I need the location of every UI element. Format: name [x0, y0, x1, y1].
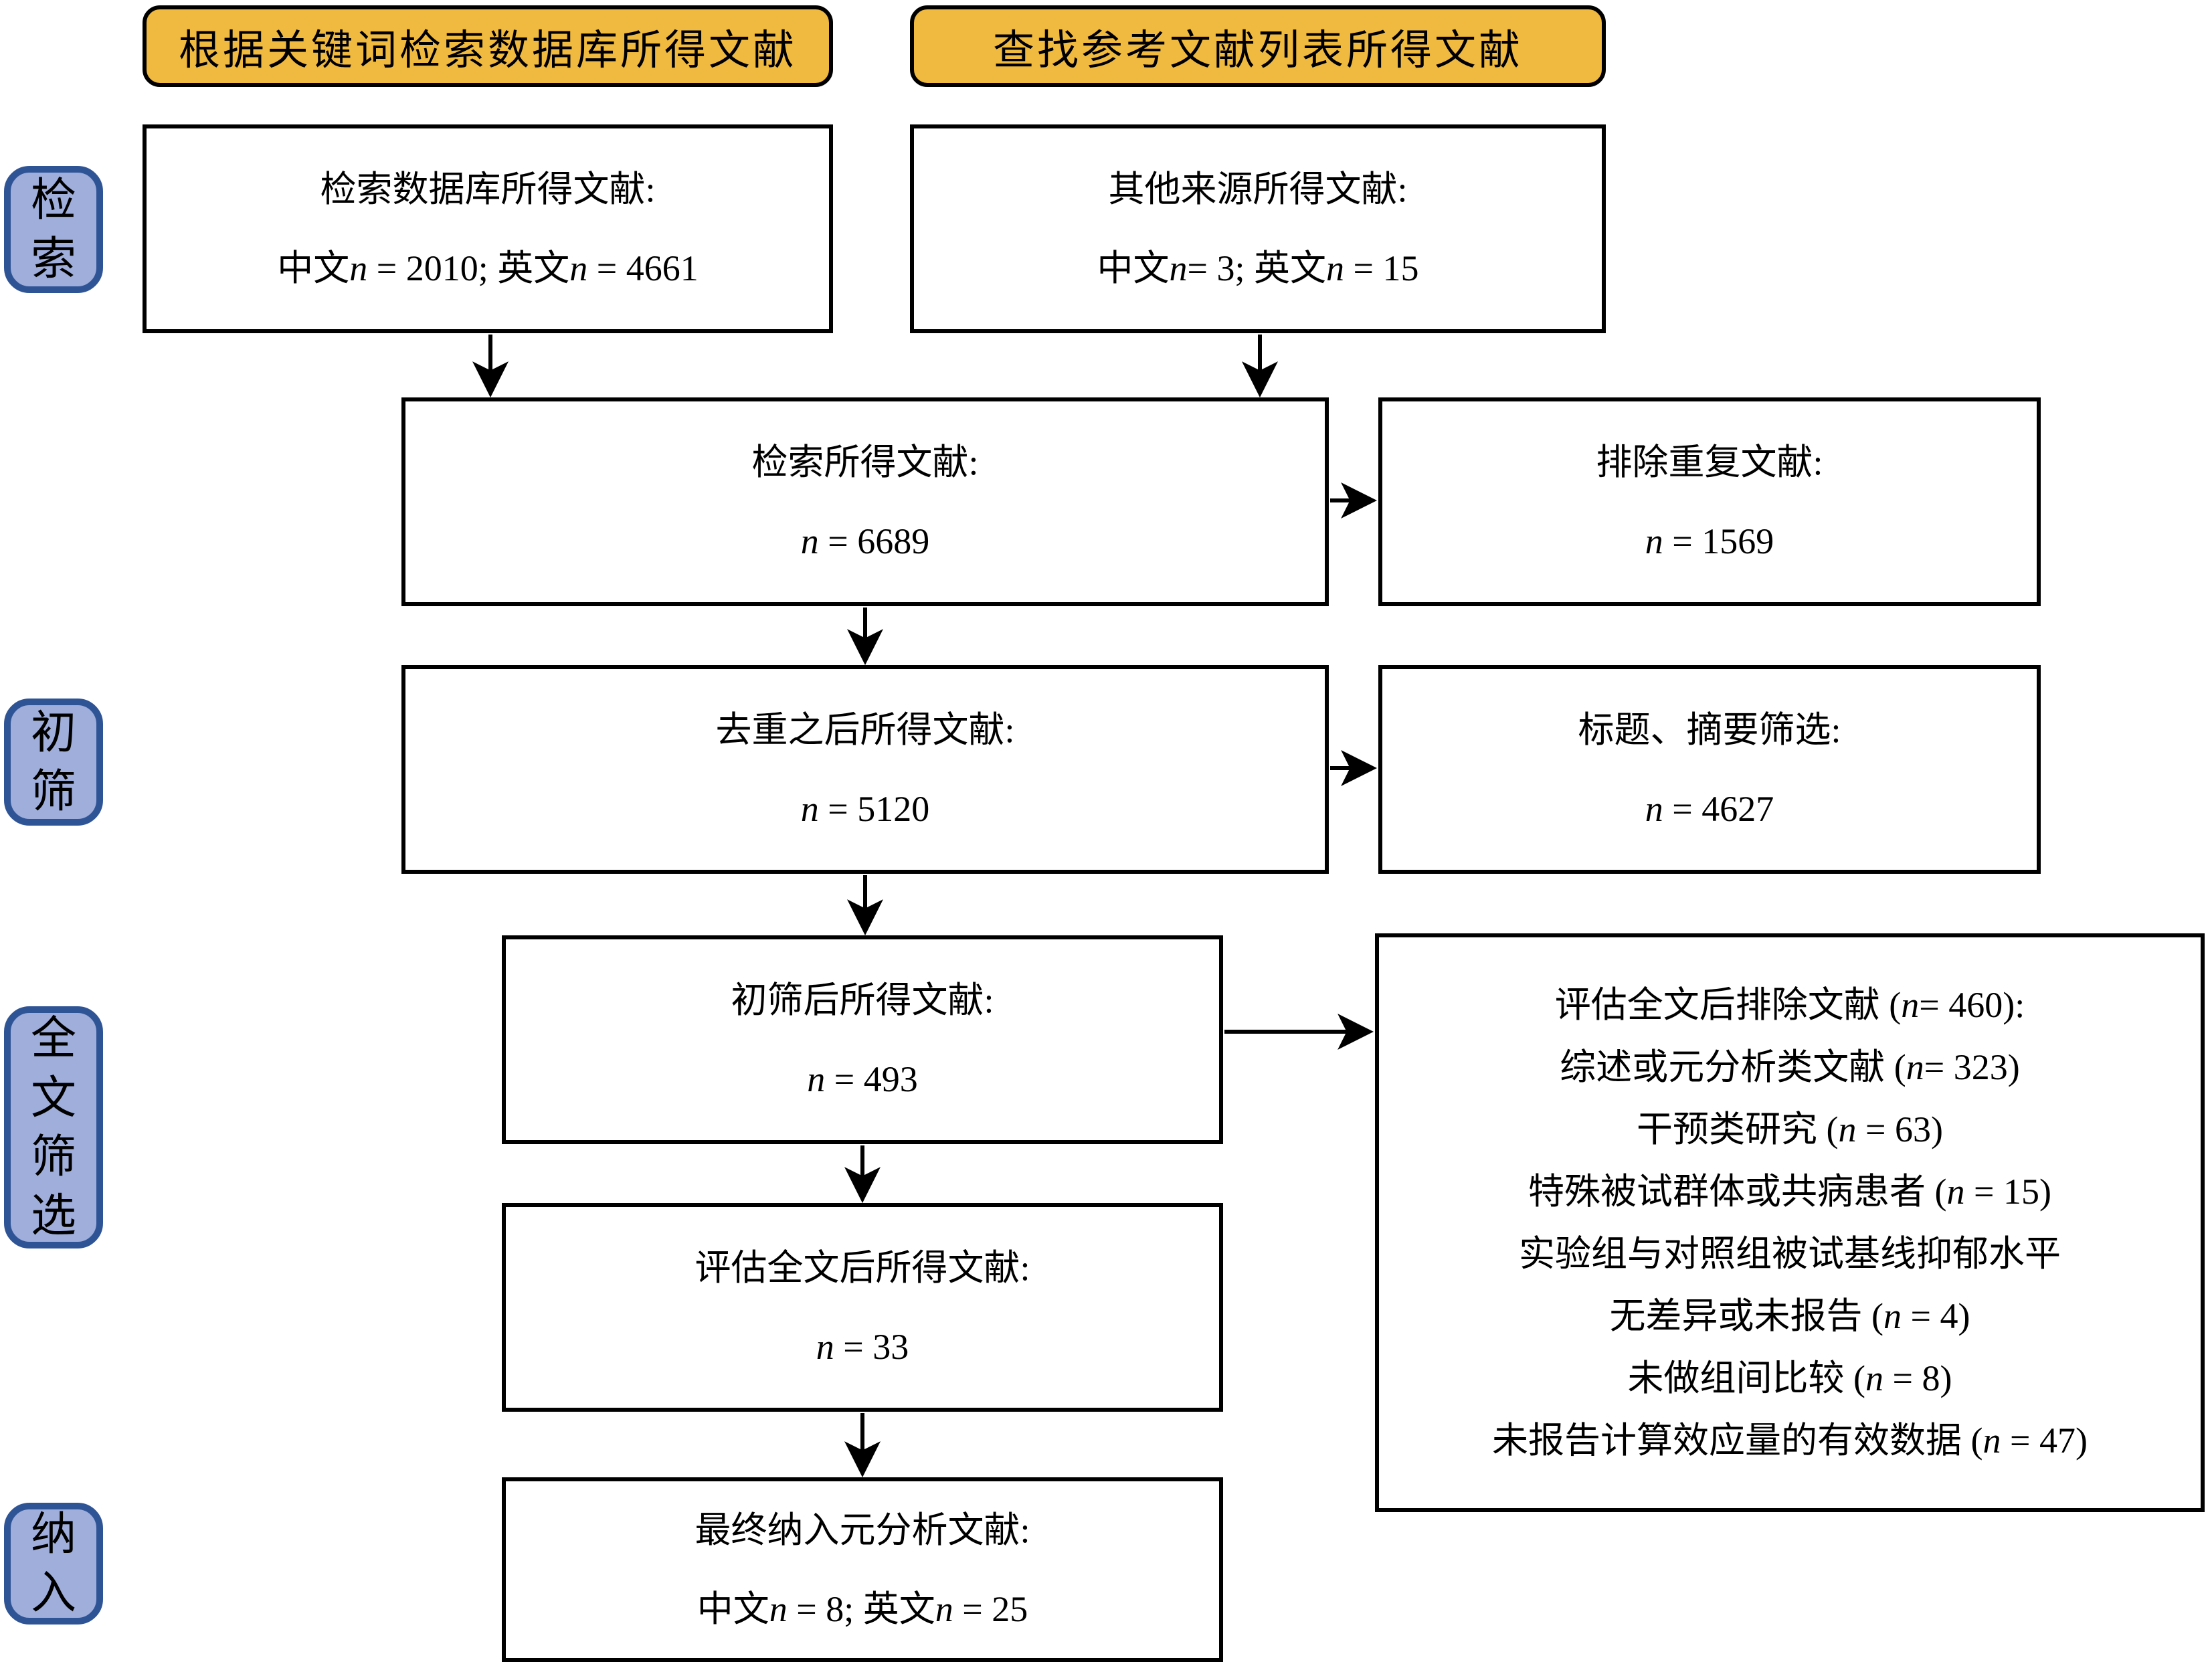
box-after-initial-screen: 初筛后所得文献: n = 493 [502, 935, 1223, 1144]
box-line: 其他来源所得文献: [1108, 169, 1408, 209]
box-database-records: 检索数据库所得文献: 中文n = 2010; 英文n = 4661 [143, 124, 833, 333]
box-line: n = 493 [807, 1059, 918, 1099]
stage-label-search: 检 索 [4, 166, 103, 293]
box-line: 中文n= 3; 英文n = 15 [1097, 248, 1419, 288]
box-line: 检索所得文献: [751, 442, 979, 482]
box-line: 最终纳入元分析文献: [695, 1510, 1030, 1550]
header-keyword-search: 根据关键词检索数据库所得文献 [143, 5, 833, 87]
box-title-abstract-screen: 标题、摘要筛选: n = 4627 [1378, 665, 2041, 874]
box-line: 无差异或未报告 (n = 4) [1609, 1295, 1970, 1336]
box-line: 检索数据库所得文献: [320, 169, 656, 209]
stage-label-initial-screening: 初 筛 [4, 699, 103, 826]
box-line: 中文n = 2010; 英文n = 4661 [277, 248, 699, 288]
box-line: 实验组与对照组被试基线抑郁水平 [1519, 1233, 2061, 1274]
box-line: 综述或元分析类文献 (n= 323) [1560, 1046, 2020, 1087]
box-line: 特殊被试群体或共病患者 (n = 15) [1528, 1171, 2051, 1212]
box-line: 未报告计算效应量的有效数据 (n = 47) [1492, 1420, 2088, 1461]
box-line: 排除重复文献: [1596, 442, 1823, 482]
stage-label-full-text-screening: 全 文 筛 选 [4, 1006, 103, 1248]
box-line: 去重之后所得文献: [715, 710, 1015, 750]
box-line: n = 33 [816, 1327, 909, 1367]
box-line: 中文n = 8; 英文n = 25 [697, 1589, 1028, 1629]
box-line: 干预类研究 (n = 63) [1637, 1109, 1943, 1149]
box-full-text-excluded: 评估全文后排除文献 (n= 460): 综述或元分析类文献 (n= 323) 干… [1375, 933, 2205, 1512]
box-duplicates-removed: 排除重复文献: n = 1569 [1378, 397, 2041, 606]
box-after-dedup: 去重之后所得文献: n = 5120 [401, 665, 1329, 874]
stage-label-inclusion: 纳 入 [4, 1503, 103, 1625]
box-line: 评估全文后排除文献 (n= 460): [1554, 984, 2025, 1025]
box-line: 标题、摘要筛选: [1578, 710, 1841, 750]
box-line: n = 1569 [1645, 521, 1774, 561]
box-records-identified: 检索所得文献: n = 6689 [401, 397, 1329, 606]
header-reference-list: 查找参考文献列表所得文献 [910, 5, 1606, 87]
box-line: n = 4627 [1645, 789, 1774, 829]
box-final-included: 最终纳入元分析文献: 中文n = 8; 英文n = 25 [502, 1477, 1223, 1662]
box-line: n = 6689 [800, 521, 930, 561]
box-after-full-text: 评估全文后所得文献: n = 33 [502, 1203, 1223, 1412]
box-line: 评估全文后所得文献: [695, 1248, 1030, 1288]
box-line: 未做组间比较 (n = 8) [1627, 1358, 1952, 1398]
box-other-sources: 其他来源所得文献: 中文n= 3; 英文n = 15 [910, 124, 1606, 333]
box-line: 初筛后所得文献: [731, 980, 994, 1020]
box-line: n = 5120 [800, 789, 930, 829]
